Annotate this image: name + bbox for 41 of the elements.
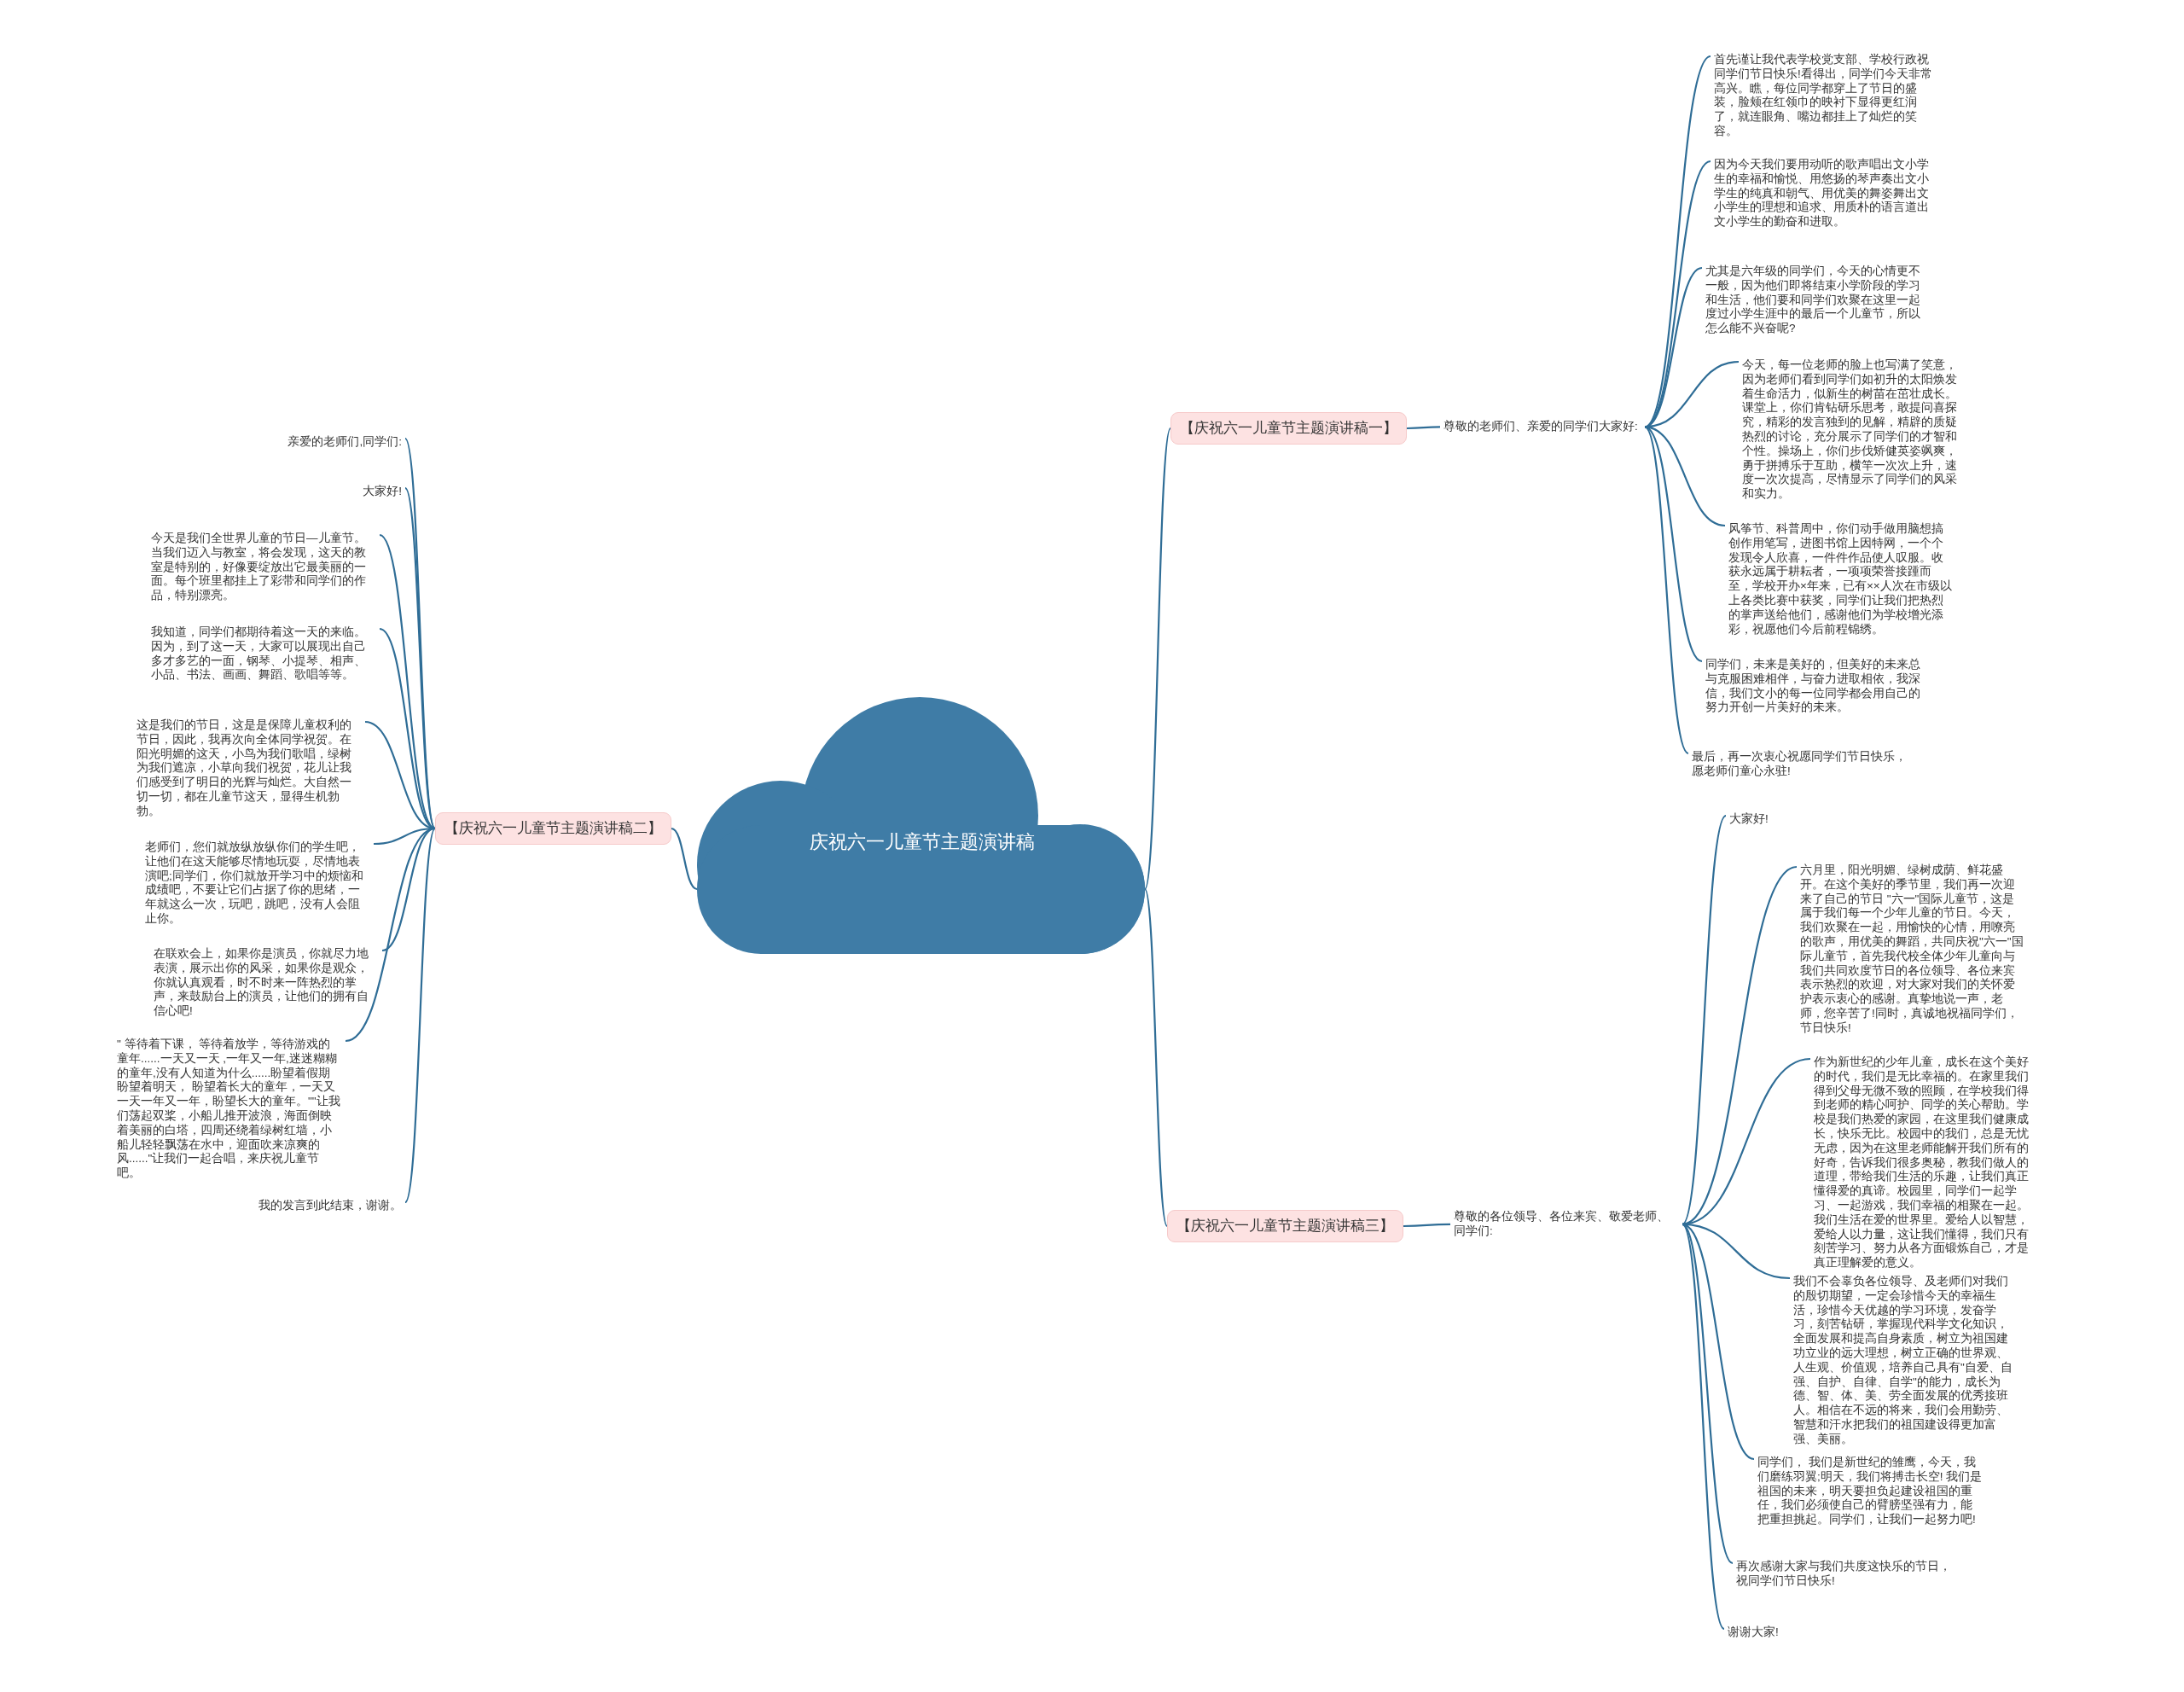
connector-line xyxy=(1682,815,1727,1225)
branch-box: 【庆祝六一儿童节主题演讲稿一】 xyxy=(1170,412,1407,445)
paragraph-text: 我的发言到此结束，谢谢。 xyxy=(247,1199,405,1213)
connector-line xyxy=(404,828,436,1203)
connector-line xyxy=(1682,1223,1755,1460)
paragraph-text: 今天，每一位老师的脸上也写满了笑意，因为老师们看到同学们如初升的太阳焕发着生命活力，似新生的树苗在茁壮成长。课堂上，你们肯钻研乐思考，敢提问喜探究，精彩的发言独到的见解，精辟的质疑热烈的讨论，充分展示了同学们的才智和个性。操场上，你们步伐矫健英姿飒爽，勇于拼搏乐于互助，横竿一次次上升，速度一次次提高，尽情显示了同学们的风采和实力。 xyxy=(1739,358,1971,502)
paragraph-text: 大家好! xyxy=(1726,812,1828,827)
branch-box: 【庆祝六一儿童节主题演讲稿三】 xyxy=(1167,1210,1403,1242)
paragraph-text: 作为新世纪的少年儿童，成长在这个美好的时代，我们是无比幸福的。在家里我们得到父母无微不致的照顾，在学校我们得到老师的精心呵护、同学的关心帮助。学校是我们热爱的家园，在这里我们健康成长，快乐无比。校园中的我们，总是无忧无虑，因为在这里老师能解开我们所有的好奇，告诉我们很多奥秘，教我们做人的道理，带给我们生活的乐趣，让我们真正懂得爱的真谛。校园里，同学们一起学习、一起游戏，我们幸福的相聚在一起。我们生活在爱的世界里。爱给人以智慧，爱给人以力量，这让我们懂得，我们只有刻苦学习、努力从各方面锻炼自己，才是真正理解爱的意义。 xyxy=(1810,1055,2042,1270)
paragraph-text: 今天是我们全世界儿童的节日—儿童节。当我们迈入与教室，将会发现，这天的教室是特别的，好像要绽放出它最美丽的一面。每个班里都挂上了彩带和同学们的作品，特别漂亮。 xyxy=(148,532,380,603)
paragraph-text: 同学们， 我们是新世纪的雏鹰，今天，我们磨练羽翼;明天，我们将搏击长空! 我们是祖国的未来，明天要担负起建设祖国的重任，我们必须使自己的臂膀坚强有力，能把重担挑起。同学们，让我们一起努力吧! xyxy=(1754,1456,1986,1527)
paragraph-text: 亲爱的老师们,同学们: xyxy=(256,435,405,450)
paragraph-text: 我知道，同学们都期待着这一天的来临。因为，到了这一天，大家可以展现出自己多才多艺的一面，钢琴、小提琴、相声、小品、书法、画画、舞蹈、歌唱等等。 xyxy=(148,625,380,683)
paragraph-text: 这是我们的节日，这是是保障儿童权利的节日，因此，我再次向全体同学祝贺。在阳光明媚的这天，小鸟为我们歌唱，绿树为我们遮凉，小草向我们祝贺，花儿让我们感受到了明日的光辉与灿烂。大自然一切一切，都在儿童节这天，显得生机勃勃。 xyxy=(133,718,365,819)
topic-text: 庆祝六一儿童节主题演讲稿 xyxy=(809,830,1036,854)
connector-line xyxy=(1682,1224,1725,1630)
paragraph-text: " 等待着下课， 等待着放学，等待游戏的童年......一天又一天 ,一年又一年,迷迷糊糊的童年,没有人知道为什么......盼望着假期盼望着明天， 盼望着长大的童年，一天又一天一年又一年，盼望长大的童年。""让我们荡起双桨，小船儿推开波浪，海面倒映着美丽的白塔，四周还绕着绿树红墙，小船儿轻轻飘荡在水中，迎面吹来凉爽的风......"让我们一起合唱，来庆祝儿童节吧。 xyxy=(113,1038,346,1181)
paragraph-text: 同学们，未来是美好的，但美好的未来总与克服困难相伴，与奋力进取相依，我深信，我们文小的每一位同学都会用自己的努力开创一片美好的未来。 xyxy=(1702,658,1934,716)
greeting-text: 尊敬的老师们、亲爱的同学们大家好: xyxy=(1440,420,1645,434)
connector-line xyxy=(1644,55,1711,428)
paragraph-text: 风筝节、科普周中，你们动手做用脑想搞创作用笔写，进图书馆上因特网，一个个发现令人欣喜，一件件作品使人叹服。收获永远属于耕耘者，一项项荣誉接踵而至，学校开办×年来，已有××人次在市级以上各类比赛中获奖，同学们让我们把热烈的掌声送给他们，感谢他们为学校增光添彩，祝愿他们今后前程锦绣。 xyxy=(1725,522,1957,637)
paragraph-text: 最后，再一次衷心祝愿同学们节日快乐，愿老师们童心永驻! xyxy=(1688,750,1920,779)
paragraph-text: 老师们，您们就放纵放纵你们的学生吧，让他们在这天能够尽情地玩耍，尽情地表演吧;同学们，你们就放开学习中的烦恼和成绩吧，不要让它们占据了你的思绪，一年就这么一次，玩吧，跳吧，没有人会阻止你。 xyxy=(142,840,374,927)
connector-line xyxy=(345,828,436,1042)
paragraph-text: 我们不会辜负各位领导、及老师们对我们的殷切期望，一定会珍惜今天的幸福生活，珍惜今天优越的学习环境，发奋学习，刻苦钻研，掌握现代科学文化知识，全面发展和提高自身素质，树立为祖国建功立业的远大理想，树立正确的世界观、人生观、价值观，培养自己具有"自爱、自强、自护、自律、自学"的能力，成长为德、智、体、美、劳全面发展的优秀接班人。相信在不远的将来，我们会用勤劳、智慧和汗水把我们的祖国建设得更加富强、美丽。 xyxy=(1790,1275,2022,1447)
connector-line xyxy=(1682,1057,1811,1225)
paragraph-text: 尤其是六年级的同学们，今天的心情更不一般，因为他们即将结束小学阶段的学习和生活，他们要和同学们欢聚在这里一起度过小学生涯中的最后一个儿童节，所以怎么能不兴奋呢? xyxy=(1702,265,1934,336)
paragraph-text: 在联欢会上，如果你是演员，你就尽力地表演，展示出你的风采，如果你是观众，你就认真观看，时不时来一阵热烈的掌声，来鼓励台上的演员，让他们的拥有自信心吧! xyxy=(150,947,382,1019)
paragraph-text: 再次感谢大家与我们共度这快乐的节日，祝同学们节日快乐! xyxy=(1733,1560,1965,1589)
greeting-text: 尊敬的各位领导、各位来宾、敬爱老师、同学们: xyxy=(1450,1210,1682,1239)
paragraph-text: 六月里，阳光明媚、绿树成荫、鲜花盛开。在这个美好的季节里，我们再一次迎来了自己的节日 "六一"国际儿童节，这是属于我们每一个少年儿童的节日。今天，我们欢聚在一起，用愉快的心情，用嘹亮的歌声，用优美的舞蹈，共同庆祝"六一"国际儿童节，首先我代校全体少年儿童向与我们共同欢度节日的各位领导、各位来宾表示热烈的欢迎，对大家对我们的关怀爱护表示衷心的感谢。真挚地说一声，老师，您辛苦了!同时，真诚地祝福同学们，节日快乐! xyxy=(1797,863,2029,1036)
connector-line xyxy=(379,534,436,829)
paragraph-text: 大家好! xyxy=(324,485,405,499)
connector-line xyxy=(1403,1223,1450,1228)
paragraph-text: 谢谢大家! xyxy=(1724,1625,1827,1640)
connector-line xyxy=(671,827,698,891)
connector-line xyxy=(1644,426,1689,754)
branch-box: 【庆祝六一儿童节主题演讲稿二】 xyxy=(435,812,671,845)
paragraph-text: 因为今天我们要用动听的歌声唱出文小学生的幸福和愉悦、用悠扬的琴声奏出文小学生的纯真和朝气、用优美的舞姿舞出文小学生的理想和追求、用质朴的语言道出文小学生的勤奋和进取。 xyxy=(1711,158,1943,230)
connector-line xyxy=(1407,426,1440,430)
paragraph-text: 首先谨让我代表学校党支部、学校行政祝同学们节日快乐!看得出，同学们今天非常高兴。瞧，每位同学都穿上了节日的盛装，脸颊在红领巾的映衬下显得更红润了，就连眼角、嘴边都挂上了灿烂的笑容。 xyxy=(1711,53,1943,139)
